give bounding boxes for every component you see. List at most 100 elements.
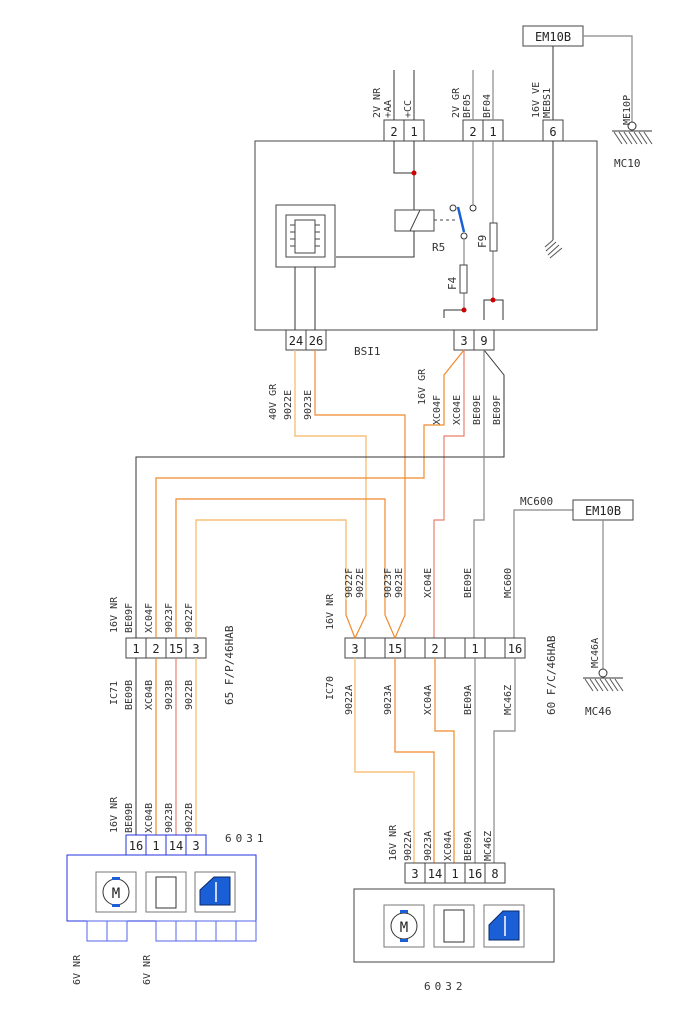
label: MC46Z [483, 831, 494, 861]
label: 16V NR [388, 824, 399, 861]
label: 26 [309, 334, 323, 348]
label: 6V NR [142, 954, 153, 985]
label: 9023A [383, 685, 394, 715]
label: 14 [169, 839, 183, 853]
connector-ic71: 1 2 15 3 BE09F XC04F 9023F 9022F 16V NR … [109, 596, 236, 835]
label: 16V NR [109, 596, 120, 633]
label: 1 [132, 642, 139, 656]
label: +CC [403, 100, 414, 118]
ground-mc46: MC600 EM10B MC46A MC46 [520, 495, 634, 718]
label: MC600 [503, 568, 514, 598]
label: 9022A [344, 685, 355, 715]
wire-label: ME10P [622, 95, 633, 125]
label: 1 [471, 642, 478, 656]
label: 9022E [355, 568, 366, 598]
label: 15 [169, 642, 183, 656]
label: 16V VE [531, 82, 542, 118]
label: 3 [192, 839, 199, 853]
label: MC46A [590, 638, 601, 668]
label: 6V NR [72, 954, 83, 985]
svg-text:M: M [400, 920, 408, 936]
label: XC04F [432, 395, 443, 425]
label: MC46Z [503, 685, 514, 715]
relay-switch [456, 206, 466, 233]
label: EM10B [585, 504, 621, 518]
relay-label: R5 [432, 241, 445, 254]
ground-mc10: EM10B ME10P MC10 [522, 25, 653, 170]
splice-label: EM10B [535, 30, 571, 44]
bsi-label: BSI1 [354, 345, 381, 358]
label: 2 [431, 642, 438, 656]
label: 9022B [184, 803, 195, 833]
module-label: 6031 [225, 832, 268, 845]
label: 2V NR [372, 87, 383, 118]
label: XC04B [144, 680, 155, 710]
label: BE09A [463, 685, 474, 715]
connector-ic70: 3 15 2 1 16 9022F 9022E 9023F 9023E XC04… [325, 568, 558, 863]
label: 9022A [403, 831, 414, 861]
label: 8 [491, 867, 498, 881]
label: BF04 [482, 94, 493, 118]
label: 16V NR [109, 796, 120, 833]
label: MC600 [520, 495, 553, 508]
label: 6 [549, 125, 556, 139]
ground-hatch-icon [613, 131, 653, 145]
label: F4 [446, 276, 459, 290]
label: 9022F [344, 568, 355, 598]
label: MC46 [585, 705, 612, 718]
label: 3 [351, 642, 358, 656]
label: 9023F [383, 568, 394, 598]
label: 16 [508, 642, 522, 656]
label: XC04B [144, 803, 155, 833]
label: BE09B [124, 680, 135, 710]
label: 15 [388, 642, 402, 656]
ground-terminal [627, 121, 637, 131]
label: 2V GR [451, 87, 462, 118]
label: BF05 [462, 94, 473, 118]
label: 1 [410, 125, 417, 139]
label: 9023B [164, 803, 175, 833]
ecu-chip-icon [294, 219, 316, 254]
label: 60 F/C/46HAB [545, 635, 558, 715]
label: MEBS1 [542, 88, 553, 118]
label: XC04A [423, 685, 434, 715]
module-6032: 3 14 1 16 8 16V NR 9022A 9023A XC04A BE0… [353, 824, 555, 993]
label: 16 [129, 839, 143, 853]
label: XC04F [144, 603, 155, 633]
label: XC04E [452, 395, 463, 425]
label: 9023A [423, 831, 434, 861]
label: BE09E [472, 395, 483, 425]
label: 9 [480, 334, 487, 348]
ground-label: MC10 [614, 157, 641, 170]
label: 3 [460, 334, 467, 348]
svg-text:M: M [112, 886, 120, 902]
label: 2 [390, 125, 397, 139]
label: IC70 [325, 676, 336, 700]
junction-dot [411, 170, 417, 176]
label: 9022E [283, 390, 294, 420]
label: 6032 [424, 980, 467, 993]
label: 9022B [184, 680, 195, 710]
ground-hatch-icon [584, 678, 624, 692]
label: +AA [383, 100, 394, 118]
label: BE09E [463, 568, 474, 598]
label: 1 [489, 125, 496, 139]
label: 1 [152, 839, 159, 853]
label: 40V GR [268, 383, 279, 420]
label: 9023E [394, 568, 405, 598]
label: F9 [476, 235, 489, 248]
label: 14 [428, 867, 442, 881]
bsi-module: 2 1 2V NR +AA +CC 2 1 2V GR BF05 BF04 6 … [254, 70, 598, 425]
harness-wires [135, 349, 573, 638]
label: 9023F [164, 603, 175, 633]
label: XC04A [443, 831, 454, 861]
label: 9023B [164, 680, 175, 710]
label: BE09F [492, 395, 503, 425]
label: XC04E [423, 568, 434, 598]
ground-hatch-icon [544, 239, 563, 259]
label: 65 F/P/46HAB [223, 625, 236, 705]
label: BE09B [124, 803, 135, 833]
label: 16 [468, 867, 482, 881]
module-6031: 16 1 14 3 16V NR BE09B XC04B 9023B 9022B… [66, 796, 268, 985]
